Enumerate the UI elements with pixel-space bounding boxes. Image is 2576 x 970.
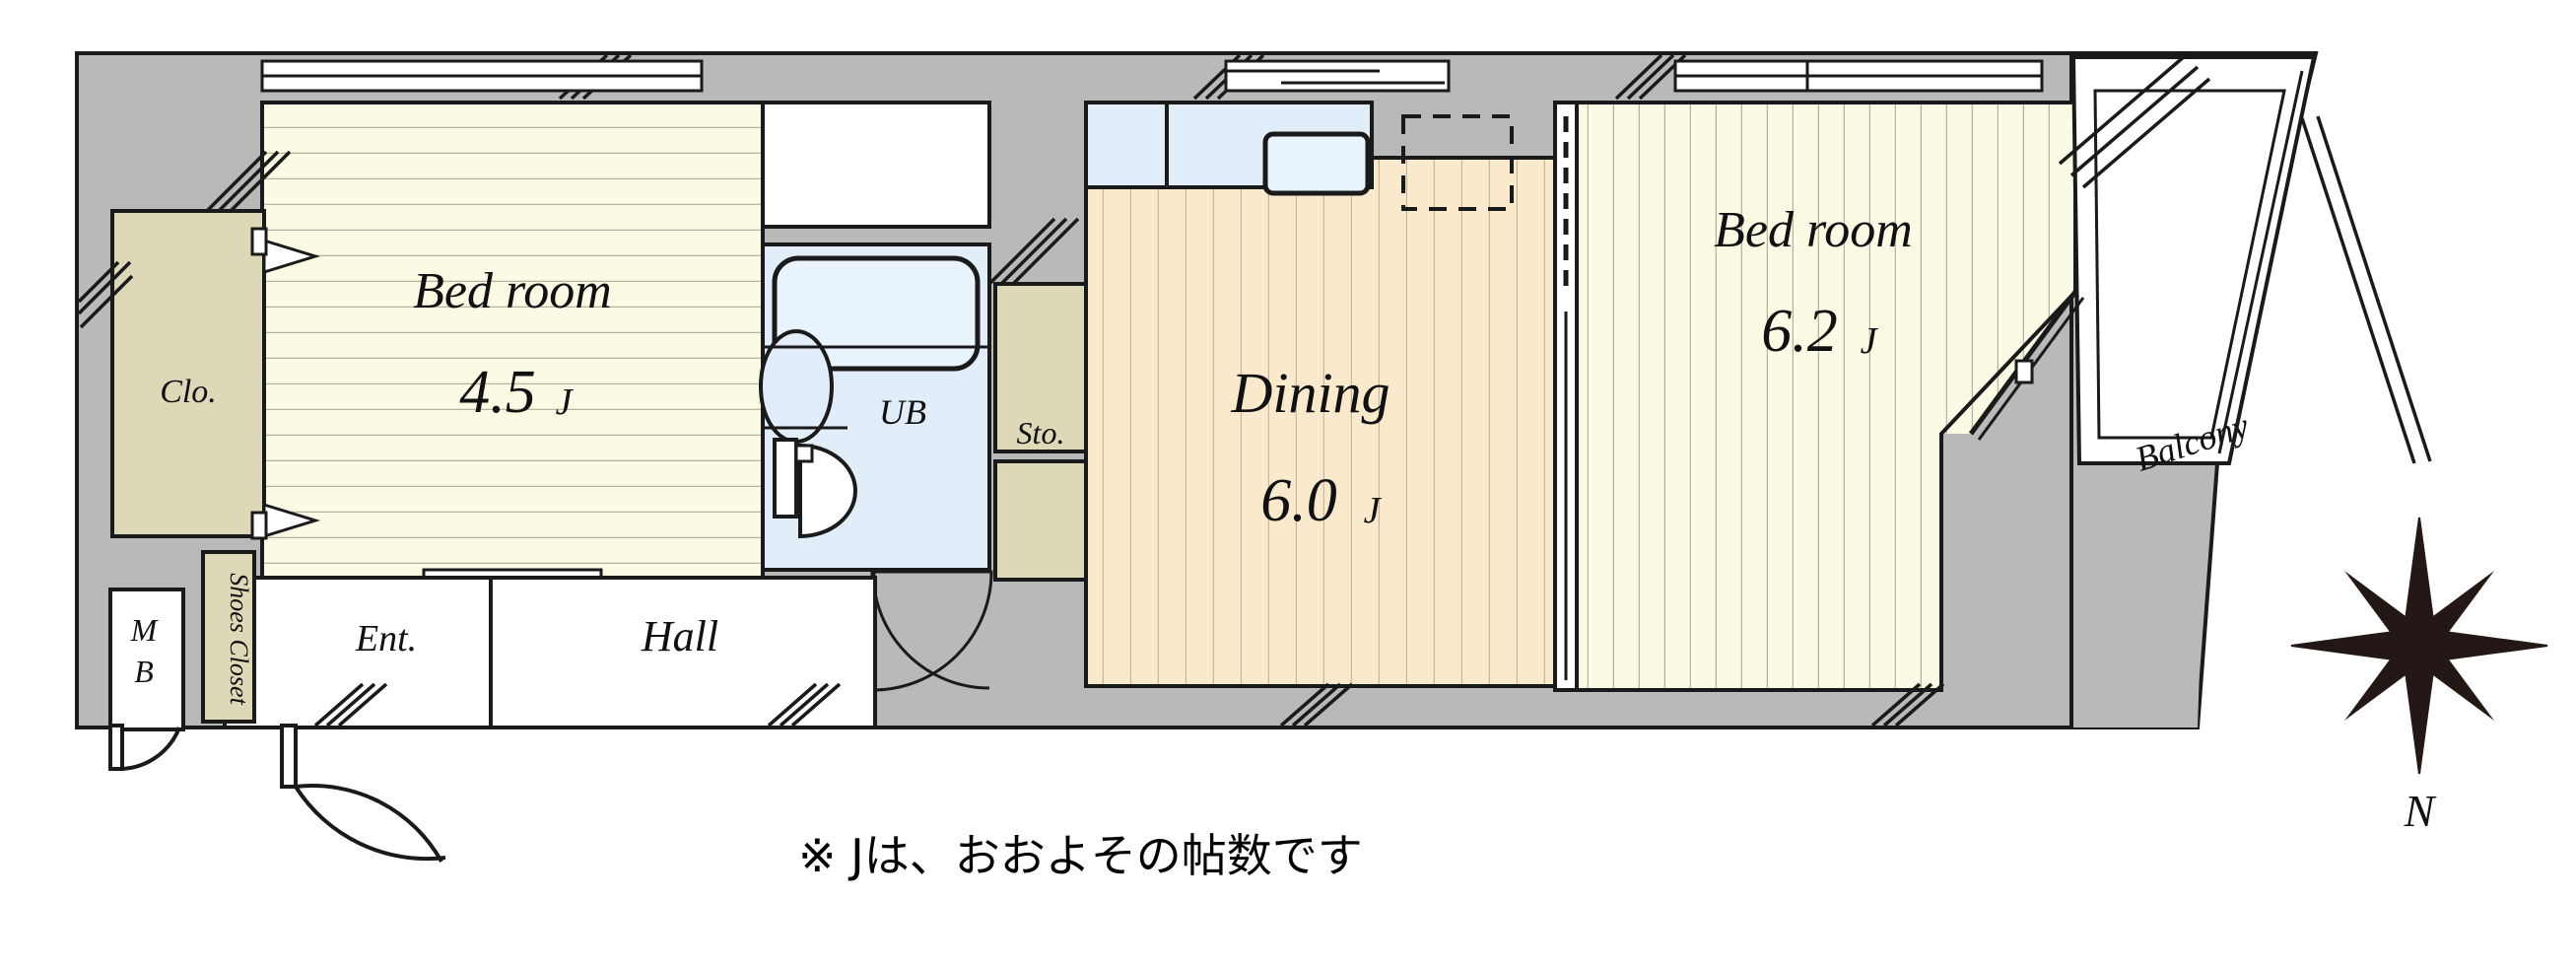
room-storage[interactable]: Sto. xyxy=(993,282,1088,582)
unit-bath-label: UB xyxy=(879,392,926,432)
bedroom-right-label: Bed room xyxy=(1714,202,1913,258)
bedroom-right-unit: J xyxy=(1861,320,1879,362)
meter-box-label-2: B xyxy=(134,654,154,689)
washer-space-icon xyxy=(1401,114,1514,211)
dining-area: 6.0 xyxy=(1260,467,1337,534)
compass-rose-icon xyxy=(2290,517,2548,775)
room-hall[interactable]: Hall xyxy=(489,576,877,729)
shoes-closet-label: Shoes Closet xyxy=(225,573,253,705)
windows xyxy=(260,59,2044,93)
storage-label: Sto. xyxy=(1017,415,1065,450)
bedroom-left-label: Bed room xyxy=(413,263,612,319)
room-closet-left[interactable]: Clo. xyxy=(110,209,266,538)
room-washroom[interactable] xyxy=(761,101,991,229)
entrance-label: Ent. xyxy=(355,618,417,659)
dining-label: Dining xyxy=(1230,361,1390,425)
kitchen-counter[interactable] xyxy=(1084,101,1374,196)
room-bedroom-left[interactable] xyxy=(260,101,765,588)
bedroom-left-area: 4.5 xyxy=(459,359,536,426)
balcony-door[interactable] xyxy=(1968,290,2085,441)
area-unit-note: ※ Jは、おおよその帖数です xyxy=(798,829,1363,882)
compass-north-label: N xyxy=(2404,786,2437,836)
closet-label: Clo. xyxy=(160,374,217,410)
room-dining[interactable] xyxy=(1084,156,1561,688)
dining-bedroom-partition[interactable] xyxy=(1553,101,1579,692)
balcony-railing xyxy=(2073,55,2316,464)
room-shoes-closet[interactable]: Shoes Closet xyxy=(201,550,256,724)
room-unit-bath[interactable]: UB xyxy=(759,242,991,572)
bedroom-left-unit: J xyxy=(556,381,575,423)
room-entrance[interactable]: Ent. xyxy=(223,576,493,729)
meter-box-door[interactable] xyxy=(108,724,181,771)
dining-unit: J xyxy=(1364,490,1383,531)
hall-label: Hall xyxy=(641,612,718,660)
wall-band-corrections xyxy=(75,51,2073,729)
toilet-icon xyxy=(773,438,857,539)
meter-box[interactable]: M B xyxy=(108,588,185,731)
closet-door-arrows xyxy=(250,227,321,540)
entrance-door[interactable] xyxy=(280,724,446,866)
meter-box-label-1: M xyxy=(130,612,160,648)
kitchen-sink-icon xyxy=(1262,131,1371,196)
bathtub-icon xyxy=(772,255,981,372)
bedroom-right-area: 6.2 xyxy=(1761,298,1838,365)
